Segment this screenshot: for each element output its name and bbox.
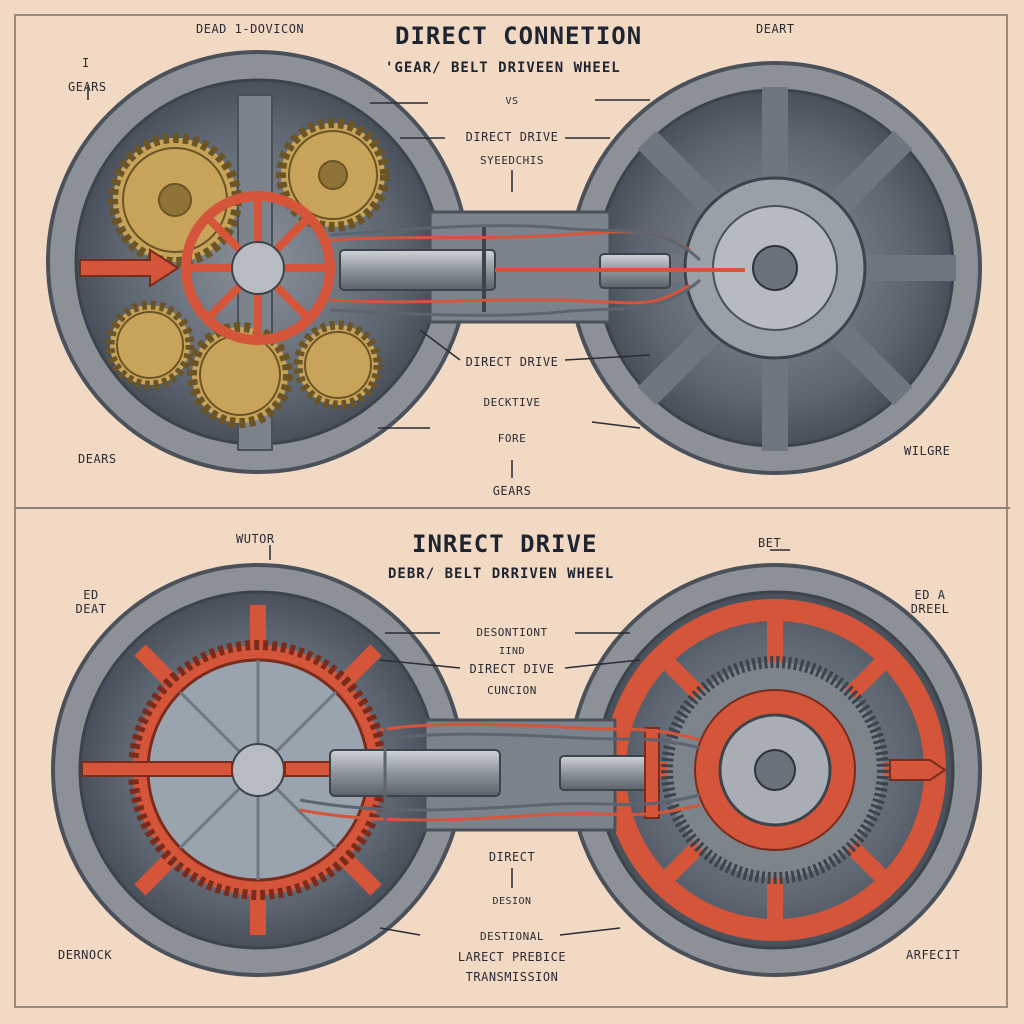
bottom-right-wheel xyxy=(568,563,982,977)
label-desontiont: DESONTIONT xyxy=(476,626,548,639)
top-subtitle: 'GEAR/ BELT DRIVEEN WHEEL xyxy=(385,60,621,76)
label-wutor: WUTOR xyxy=(236,532,275,546)
label-direct-drive-middle: DIRECT DRIVE xyxy=(465,355,559,369)
bottom-wires xyxy=(299,690,701,850)
bottom-left-wheel xyxy=(51,563,465,977)
label-cuncion: CUNCION xyxy=(487,684,537,697)
top-wires xyxy=(329,224,745,317)
label-vs: VS xyxy=(505,96,519,107)
label-decktive: DECKTIVE xyxy=(483,396,541,409)
label-ed-dreel: ED A DREEL xyxy=(910,588,950,616)
label-ed-deat: ED DEAT xyxy=(75,588,107,616)
label-bet: BET xyxy=(758,536,782,550)
label-gears-top-left: GEARS xyxy=(68,80,107,94)
label-tick: I xyxy=(82,56,90,70)
top-leader-lines xyxy=(87,85,651,478)
label-speedchis: SYEEDCHIS xyxy=(479,154,545,167)
bottom-subtitle: DEBR/ BELT DRRIVEN WHEEL xyxy=(388,566,615,582)
bottom-title: INRECT DRIVE xyxy=(412,530,598,558)
diagram-frame xyxy=(14,14,1008,1008)
top-left-hub xyxy=(231,241,285,295)
top-right-wheel xyxy=(568,61,982,475)
label-desion: DESION xyxy=(492,896,532,907)
label-header-left: DEAD 1-DOVICON xyxy=(196,22,305,36)
label-direct-drive-top: DIRECT DRIVE xyxy=(465,130,559,144)
panel-divider xyxy=(14,507,1010,509)
top-title: DIRECT CONNETION xyxy=(395,22,643,50)
bottom-leader-lines xyxy=(269,545,790,936)
label-dears: DEARS xyxy=(78,452,117,466)
top-gears xyxy=(105,118,390,428)
label-ind: IIND xyxy=(498,646,526,657)
bottom-drive-shaft xyxy=(81,727,947,819)
label-larect-prebice: LARECT PREBICE xyxy=(457,950,567,964)
label-header-right: DEART xyxy=(756,22,795,36)
label-direct: DIRECT xyxy=(488,850,536,864)
label-destional: DESTIONAL xyxy=(479,930,545,943)
label-transmission: TRANSMISSION xyxy=(465,970,559,984)
label-gears-bottom: GEARS xyxy=(492,484,532,498)
label-arfecit: ARFECIT xyxy=(906,948,961,962)
top-drive-shaft xyxy=(79,225,671,312)
label-direct-dive: DIRECT DIVE xyxy=(469,662,555,676)
label-wilgre: WILGRE xyxy=(904,444,951,458)
label-fore: FORE xyxy=(497,432,527,445)
label-dernock: DERNOCK xyxy=(58,948,113,962)
